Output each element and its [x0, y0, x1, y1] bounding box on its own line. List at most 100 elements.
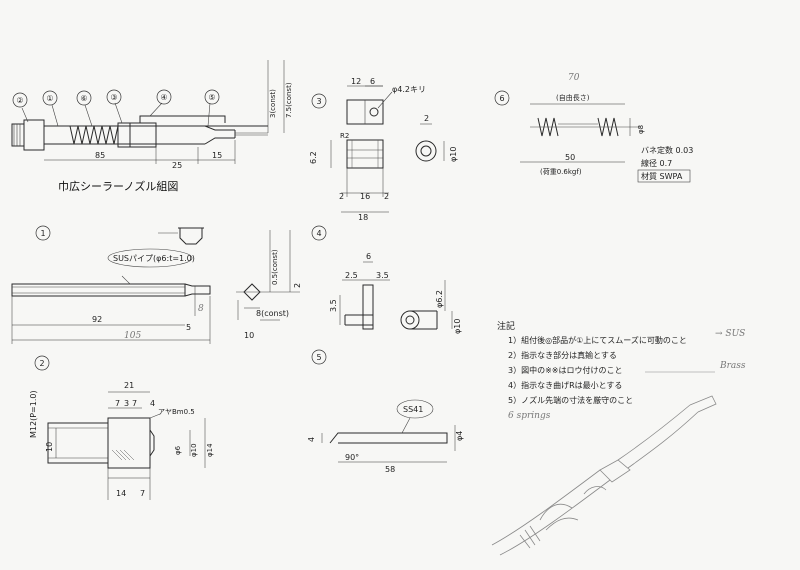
part-4-phi-10: φ10 [453, 319, 462, 334]
part-1-dim-105: 105 [124, 331, 141, 341]
part-4-number: 4 [316, 229, 321, 238]
pencil-sketch [491, 395, 717, 556]
dim-3-const: 3(const) [269, 89, 277, 118]
assembly-collar [117, 122, 131, 148]
dim-7-5-const: 7.5(const) [285, 82, 293, 118]
assembly-nozzle [204, 125, 235, 131]
part-2-body [107, 417, 151, 469]
part-5-dim-58: 58 [385, 465, 395, 474]
part-1-dim-8: 8 [198, 304, 204, 314]
note-5: 5）ノズル先端の寸法を厳守のこと [508, 395, 633, 405]
part-6-material: 材質 SWPA [641, 171, 683, 181]
part-3-phi-10: φ10 [449, 147, 458, 162]
part-3-dim-2a: 2 [339, 192, 344, 201]
part-1-dim-0-5-const: 0.5(const) [271, 249, 279, 285]
part-4-side-view [400, 310, 420, 330]
part-3-side-view [415, 140, 437, 162]
part-3-view: 3 12 6 φ4.2キリ R2 6.2 2 16 2 18 2 φ10 [309, 77, 458, 222]
part-3-hole: φ4.2キリ [392, 85, 426, 94]
part-5-number: 5 [316, 353, 321, 362]
part-6-number: 6 [499, 94, 504, 103]
part-3-dim-2b: 2 [384, 192, 389, 201]
part-6-view: 6 70 (自由長さ) φ8 50 (荷重0.6kgf) バネ定数 0.03 線… [494, 73, 693, 183]
part-2-phi-6: φ6 [174, 445, 182, 455]
callout-5: ⑤ [208, 93, 215, 102]
part-2-m12: M12(P=1.0) [29, 390, 38, 438]
part-6-dim-50: 50 [565, 153, 575, 162]
part-2-chamfer: アヤBm0.5 [158, 408, 195, 416]
part-2-dim-7a: 7 [115, 399, 120, 408]
part-2-dim-7b: 7 [132, 399, 137, 408]
part-2-phi-14: φ14 [206, 443, 214, 457]
part-1-tip-detail [179, 228, 203, 245]
callout-4: ④ [160, 93, 167, 102]
assembly-lever [139, 115, 226, 123]
part-2-dim-10: 10 [45, 442, 54, 452]
part-3-dim-6: 6 [370, 77, 375, 86]
assembly-nut [23, 119, 45, 151]
part-6-phi-8: φ8 [637, 125, 645, 134]
part-6-load: (荷重0.6kgf) [540, 167, 582, 176]
part-5-material: SS41 [403, 405, 423, 414]
callout-2: ② [16, 96, 23, 105]
notes-block: 注記 1）組付後◎部品が①上にてスムーズに可動のこと 2）指示なき部分は真鍮とす… [497, 320, 746, 421]
pencil-note-sus: → SUS [715, 329, 745, 339]
part-3-dim-2: 2 [424, 114, 429, 123]
part-6-spring-right [597, 117, 619, 137]
part-6-dim-70: 70 [568, 73, 580, 83]
part-4-dim-2-5: 2.5 [345, 271, 358, 280]
part-1-dim-92: 92 [92, 315, 102, 324]
part-1-dim-2: 2 [293, 283, 302, 288]
callout-3: ③ [110, 93, 117, 102]
part-2-dim-14: 14 [116, 489, 126, 498]
part-2-phi-10: φ10 [190, 443, 198, 457]
notes-title: 注記 [497, 320, 515, 332]
part-3-dim-12: 12 [351, 77, 361, 86]
note-3: 3）図中の※※はロウ付けのこと [508, 365, 623, 375]
part-3-dim-6-2: 6.2 [309, 151, 318, 164]
part-3-number: 3 [316, 97, 321, 106]
part-6-spring-rate: バネ定数 0.03 [641, 145, 693, 155]
part-6-wire-dia: 線径 0.7 [641, 158, 672, 168]
part-5-phi-4: φ4 [455, 431, 464, 441]
part-4-dim-3-5a: 3.5 [376, 271, 389, 280]
part-2-thread [47, 422, 109, 464]
part-4-phi-6-2: φ6.2 [435, 290, 444, 308]
part-5-dim-4: 4 [307, 437, 316, 442]
part-1-dim-5: 5 [186, 323, 191, 332]
pencil-note-brass: Brass [719, 361, 746, 371]
part-2-dim-4: 4 [150, 399, 155, 408]
part-4-view: 4 6 2.5 3.5 3.5 φ6.2 φ10 [311, 225, 462, 334]
part-4-front-view [362, 284, 374, 316]
part-1-dim-10: 10 [244, 331, 254, 340]
part-6-spring-left [537, 117, 559, 137]
part-5-angle: 90° [345, 453, 359, 462]
callout-6: ⑥ [80, 94, 87, 103]
assembly-spring [69, 125, 119, 145]
dim-15: 15 [212, 151, 222, 160]
part-4-dim-3-5b: 3.5 [329, 299, 338, 312]
note-1: 1）組付後◎部品が①上にてスムーズに可動のこと [508, 335, 687, 345]
part-4-dim-6: 6 [366, 252, 371, 261]
part-1-pipe [11, 283, 186, 297]
dim-25: 25 [172, 161, 182, 170]
part-2-dim-21: 21 [124, 381, 134, 390]
assembly-view: ② ① ⑥ ③ ④ ⑤ 85 25 15 3(const) 7.5(const)… [11, 60, 293, 193]
part-3-dim-16: 16 [360, 192, 370, 201]
part-2-view: 2 M12(P=1.0) 21 7 3 7 4 アヤBm0.5 10 φ6 φ1… [29, 355, 214, 500]
dim-85: 85 [95, 151, 105, 160]
part-5-pin [329, 432, 448, 444]
part-1-dim-8-const: 8(const) [256, 309, 289, 318]
part-3-front-view [346, 139, 384, 169]
part-3-dim-18: 18 [358, 213, 368, 222]
part-2-dim-3: 3 [124, 399, 129, 408]
callout-1: ① [46, 94, 53, 103]
note-2: 2）指示なき部分は真鍮とする [508, 350, 617, 360]
part-3-r2: R2 [340, 132, 349, 140]
part-1-label: SUSパイプ(φ6:t=1.0) [113, 254, 195, 263]
part-2-number: 2 [39, 359, 44, 368]
part-6-free-length: (自由長さ) [556, 93, 590, 102]
note-4: 4）指示なき曲げRは最小とする [508, 380, 622, 390]
